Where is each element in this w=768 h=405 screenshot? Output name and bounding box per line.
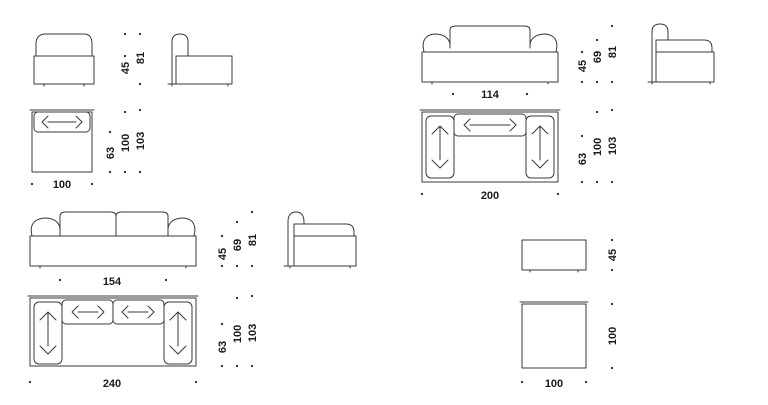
large-sofa-height-69: 69 <box>232 239 244 251</box>
armchair-side-view <box>167 33 233 87</box>
small-sofa-plan-view <box>419 109 561 183</box>
ottoman-front-view <box>521 239 587 273</box>
small-sofa-height-69: 69 <box>592 51 604 63</box>
large-sofa-width-154: 154 <box>103 276 122 288</box>
large-sofa-plan-labels: 240 63 100 103 <box>28 294 259 390</box>
ottoman-labels: 45 100 100 <box>520 238 619 390</box>
armchair-height-81: 81 <box>135 52 147 64</box>
small-sofa-plan-labels: 200 63 100 103 <box>420 108 619 202</box>
ottoman-width-100: 100 <box>545 378 563 390</box>
small-sofa-depth-63: 63 <box>577 153 589 165</box>
ottoman-plan-view <box>519 301 589 369</box>
large-sofa-depth-100: 100 <box>232 325 244 343</box>
armchair-height-45: 45 <box>120 62 132 74</box>
small-sofa-front-view <box>421 25 559 85</box>
armchair-plan-dimension-labels: 63 100 103 100 <box>30 108 147 191</box>
armchair-depth-103: 103 <box>135 132 147 150</box>
large-sofa-side-view <box>283 211 357 269</box>
large-sofa-plan-view <box>27 295 199 367</box>
armchair-width-100: 100 <box>53 179 71 191</box>
small-sofa-depth-100: 100 <box>592 138 604 156</box>
armchair-front-view <box>33 33 95 87</box>
armchair-front-height-labels: 45 81 <box>120 32 147 86</box>
ottoman-height-45: 45 <box>607 249 619 261</box>
armchair-plan-view <box>29 109 95 173</box>
large-sofa-height-45: 45 <box>217 248 229 260</box>
large-sofa-height-81: 81 <box>247 234 259 246</box>
small-sofa-height-81: 81 <box>607 46 619 58</box>
large-sofa-front-view <box>29 211 197 269</box>
ottoman-depth-100: 100 <box>607 327 619 345</box>
large-sofa-depth-63: 63 <box>217 341 229 353</box>
small-sofa-width-114: 114 <box>481 89 500 101</box>
small-sofa-front-labels: 114 45 69 81 <box>451 24 619 101</box>
small-sofa-height-45: 45 <box>577 60 589 72</box>
large-sofa-front-labels: 154 45 69 81 <box>58 210 259 288</box>
small-sofa-side-view <box>647 23 715 85</box>
large-sofa-depth-103: 103 <box>247 324 259 342</box>
armchair-depth-63: 63 <box>105 147 117 159</box>
small-sofa-depth-103: 103 <box>607 137 619 155</box>
small-sofa-plan-width-200: 200 <box>481 190 499 202</box>
large-sofa-plan-width-240: 240 <box>103 378 121 390</box>
armchair-depth-100: 100 <box>120 134 132 152</box>
